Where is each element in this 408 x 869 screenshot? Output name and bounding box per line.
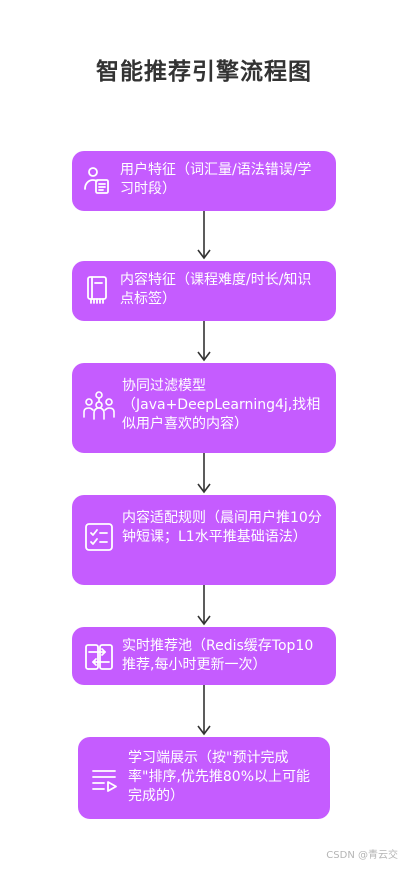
- watermark: CSDN @青云交: [326, 850, 398, 861]
- node-label: 内容适配规则（晨间用户推10分钟短课；L1水平推基础语法）: [122, 510, 322, 545]
- notebook-icon: [82, 273, 112, 307]
- node-realtime-pool: 实时推荐池（Redis缓存Top10推荐,每小时更新一次）: [72, 627, 336, 685]
- list-play-icon: [90, 761, 120, 801]
- flow-arrow: [197, 585, 211, 626]
- node-content-rules: 内容适配规则（晨间用户推10分钟短课；L1水平推基础语法）: [72, 495, 336, 585]
- diagram-title: 智能推荐引擎流程图: [96, 59, 312, 85]
- swap-panels-icon: [82, 639, 116, 675]
- flow-arrow: [197, 321, 211, 362]
- node-label: 协同过滤模型（Java+DeepLearning4j,找相似用户喜欢的内容）: [122, 378, 321, 432]
- node-collaborative-filtering: 协同过滤模型（Java+DeepLearning4j,找相似用户喜欢的内容）: [72, 363, 336, 453]
- flow-arrow: [197, 211, 211, 260]
- network-users-icon: [82, 385, 116, 425]
- node-display: 学习端展示（按"预计完成率"排序,优先推80%以上可能完成的）: [78, 737, 330, 819]
- flow-arrow: [197, 453, 211, 494]
- node-user-features: 用户特征（词汇量/语法错误/学习时段）: [72, 151, 336, 211]
- flow-arrow: [197, 685, 211, 736]
- user-profile-icon: [82, 163, 112, 197]
- node-label: 内容特征（课程难度/时长/知识点标签）: [120, 272, 312, 307]
- checklist-icon: [82, 517, 116, 557]
- node-label: 用户特征（词汇量/语法错误/学习时段）: [120, 162, 312, 197]
- node-content-features: 内容特征（课程难度/时长/知识点标签）: [72, 261, 336, 321]
- node-label: 学习端展示（按"预计完成率"排序,优先推80%以上可能完成的）: [128, 750, 311, 804]
- node-label: 实时推荐池（Redis缓存Top10推荐,每小时更新一次）: [122, 638, 314, 673]
